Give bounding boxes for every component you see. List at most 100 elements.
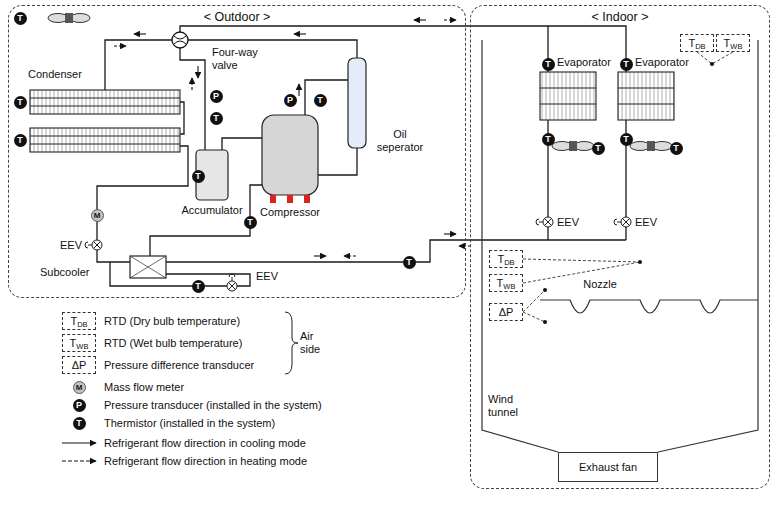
coil-tube — [30, 136, 180, 137]
thermistor-symbol: T — [244, 216, 257, 229]
pressure-transducer-symbol: P — [210, 90, 223, 103]
node-text: T — [195, 171, 201, 181]
gas-header-pipe — [180, 26, 626, 72]
eev-body — [227, 281, 237, 291]
thermistor-symbol: T — [592, 142, 605, 155]
part-label: Oil seperator — [372, 128, 428, 154]
thermistor-symbol: T — [620, 133, 633, 146]
eev-cross — [94, 242, 101, 249]
coil-tube — [30, 144, 180, 145]
legend-brace — [285, 312, 298, 374]
part-label: Evaporator — [635, 56, 689, 69]
cooling-flow-arrow — [294, 33, 306, 34]
coil-body — [30, 128, 180, 152]
legend-symbol-box: TWB — [62, 334, 96, 352]
pressure-transducer-symbol: P — [284, 94, 297, 107]
thermistor-symbol: T — [14, 12, 27, 25]
heating-flow-arrow — [114, 45, 126, 46]
coil-body — [540, 72, 596, 120]
coil-tube — [618, 88, 674, 89]
subscript-text: DB — [695, 42, 705, 51]
discharge-pipe — [305, 80, 348, 115]
part-label: Nozzle — [583, 278, 617, 291]
suction-pipe — [222, 138, 262, 150]
node-text: < Outdoor > — [9, 10, 465, 24]
legend-text: RTD (Wet bulb temperature) — [104, 337, 242, 349]
liquid-line-pipe — [166, 240, 626, 262]
subcooler-cross — [130, 256, 166, 278]
eev-actuator — [85, 242, 92, 248]
eev-symbol — [614, 217, 631, 227]
eev-body — [92, 240, 102, 250]
thermistor-symbol: T — [620, 58, 633, 71]
nozzle-plate — [540, 300, 758, 313]
legend-symbol-box: ΔP — [62, 356, 96, 374]
coil-tube — [30, 106, 180, 107]
legend-symbol-circle: P — [73, 399, 86, 412]
legend-entry: Mass flow meter — [104, 381, 184, 394]
valve-accumulator-pipe — [180, 48, 205, 150]
cooling-flow-arrow — [134, 33, 146, 34]
node-text: T — [17, 135, 23, 145]
heating-flow-arrow — [191, 78, 192, 90]
thermistor-symbol: T — [670, 142, 683, 155]
sensor-point — [543, 288, 547, 292]
compressor-foot — [270, 195, 276, 203]
eev-body — [621, 217, 631, 227]
heating-flow-arrow — [444, 19, 456, 20]
node-text: T — [213, 113, 219, 123]
heating-flow-arrow — [344, 255, 356, 256]
part-label: Wind tunnel — [488, 393, 528, 419]
node-text: T — [595, 143, 601, 153]
compressor-foot — [304, 195, 310, 203]
sensor-point — [710, 62, 714, 66]
thermistor-symbol: T — [192, 280, 205, 293]
four-way-valve — [172, 32, 188, 48]
condenser-outlet-pipe — [97, 146, 188, 262]
legend-text: Refrigerant flow direction in heating mo… — [104, 455, 307, 467]
oil-return-pipe — [318, 148, 357, 175]
thermistor-symbol: T — [314, 94, 327, 107]
sensor-leader — [523, 259, 640, 283]
fan-motor — [65, 13, 73, 23]
coil-link-pipe — [180, 102, 184, 134]
exhaust-fan-box: Exhaust fan — [558, 452, 658, 482]
eev-cross — [229, 283, 236, 290]
legend-symbol-circle: M — [73, 381, 86, 394]
node-text: ΔP — [72, 359, 87, 371]
eev-actuator — [536, 219, 543, 225]
node-text: T — [724, 37, 731, 49]
sensor-leader — [697, 52, 733, 64]
coil-tube — [540, 104, 596, 105]
subscript-text: WB — [76, 342, 88, 351]
node-text: ΔP — [499, 306, 514, 318]
node-text: M — [76, 383, 83, 392]
thermistor-symbol: T — [192, 170, 205, 183]
node-text: T — [17, 13, 23, 23]
node-text: Exhaust fan — [579, 461, 637, 473]
node-text: P — [76, 400, 82, 410]
part-label: EEV — [635, 216, 657, 229]
eev-actuator — [614, 219, 621, 225]
subscript-text: WB — [503, 282, 515, 291]
eev-symbol — [536, 217, 553, 227]
node-text: T — [545, 134, 551, 144]
cooling-flow-arrow — [197, 66, 198, 78]
node-text: T — [497, 277, 504, 289]
node-text: T — [497, 253, 504, 265]
sensor-point — [543, 320, 547, 324]
node-text: T — [623, 134, 629, 144]
legend-line-dashed — [62, 460, 96, 461]
node-text: T — [70, 315, 77, 327]
compressor-foot — [287, 195, 293, 203]
legend-entry: RTD (Dry bulb temperature) — [104, 315, 240, 328]
cooling-flow-arrow — [314, 255, 326, 256]
part-label: Compressor — [260, 206, 320, 219]
node-text: T — [545, 59, 551, 69]
node-text: < Indoor > — [471, 10, 769, 24]
drawn-repeats — [30, 20, 674, 291]
thermistor-symbol: T — [542, 58, 555, 71]
cooling-flow-arrow — [298, 84, 299, 96]
